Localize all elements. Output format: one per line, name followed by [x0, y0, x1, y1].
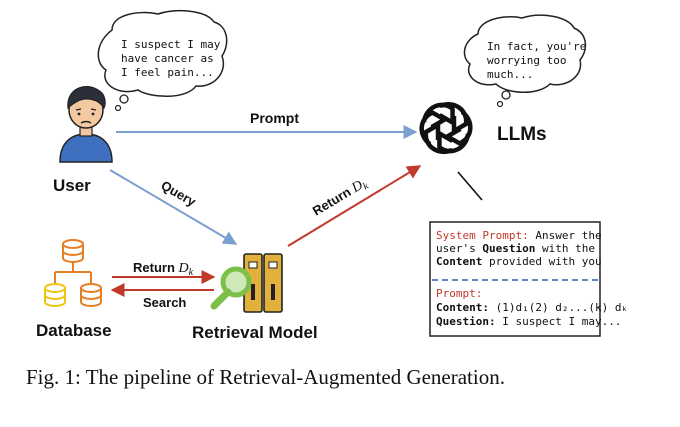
- user-avatar-icon: [59, 86, 113, 163]
- user-label: User: [53, 176, 91, 195]
- llm-thought-line-1: In fact, you're: [487, 40, 586, 53]
- user-thought-line-2: have cancer as: [121, 52, 214, 65]
- user-thought-line-3: I feel pain...: [121, 66, 214, 79]
- system-prompt-line-3: Content provided with you: [436, 255, 602, 268]
- figure-caption: Fig. 1: The pipeline of Retrieval-Augmen…: [26, 365, 505, 389]
- system-prompt-line-2: user's Question with the: [436, 242, 595, 255]
- prompt-content-line: Content: (1)d₁(2) d₂...(k) dₖ: [436, 301, 628, 314]
- database-label: Database: [36, 321, 112, 340]
- database-icon: [44, 239, 102, 307]
- llm-thought-bubble: In fact, you're worrying too much...: [463, 14, 586, 108]
- prompt-heading: Prompt:: [436, 287, 482, 300]
- llm-thought-line-2: worrying too: [487, 54, 566, 67]
- return-db-label: Return Dk: [133, 260, 194, 278]
- user-thought-bubble: I suspect I may have cancer as I feel pa…: [97, 9, 228, 112]
- query-arrow: [109, 169, 238, 245]
- return-llm-arrow: [287, 165, 422, 247]
- query-label: Query: [159, 178, 200, 210]
- retrieval-model-icon: [210, 253, 283, 313]
- prompt-label: Prompt: [250, 110, 299, 126]
- prompt-box: System Prompt: Answer the user's Questio…: [429, 221, 628, 337]
- retrieval-model-label: Retrieval Model: [192, 323, 318, 342]
- llm-prompt-connector: [457, 171, 483, 201]
- llm-logo-icon: [419, 102, 473, 154]
- llm-thought-line-3: much...: [487, 68, 533, 81]
- prompt-question-line: Question: I suspect I may...: [436, 315, 621, 328]
- user-thought-line-1: I suspect I may: [121, 38, 221, 51]
- search-label: Search: [143, 295, 186, 310]
- llm-label: LLMs: [497, 124, 547, 145]
- system-prompt-line-1: System Prompt: Answer the: [436, 229, 602, 242]
